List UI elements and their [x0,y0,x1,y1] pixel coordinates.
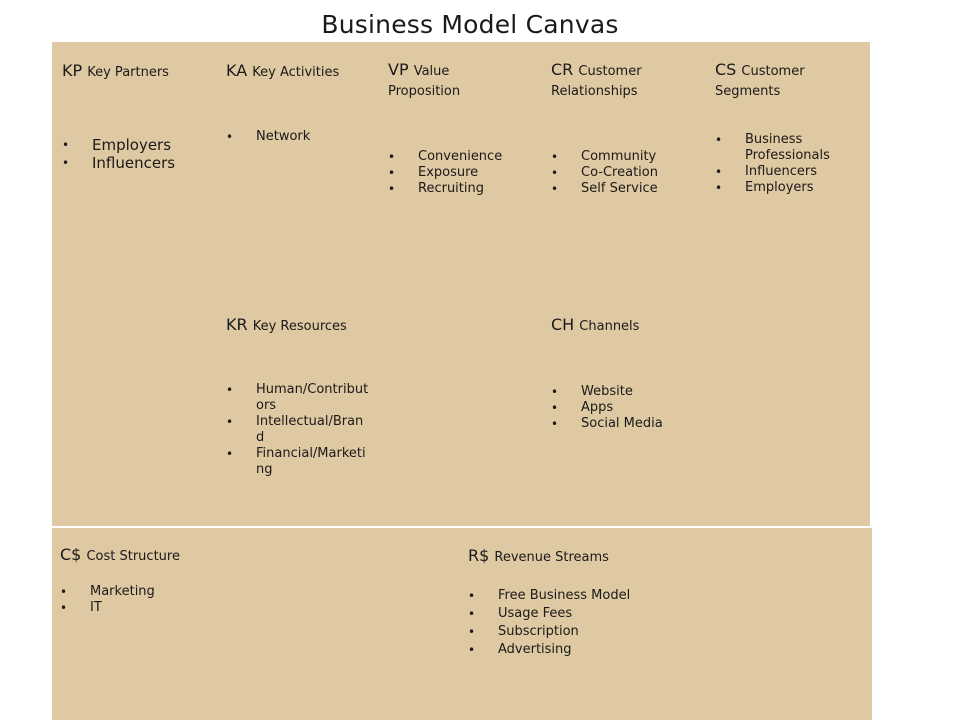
key-activities-block: KA Key Activities Network [226,61,376,145]
customer-segments-list: Business Professionals Influencers Emplo… [715,132,850,196]
block-label: Value Proposition [388,64,461,99]
list-item: Financial/Marketing [226,446,369,478]
list-item: Subscription [468,623,828,641]
channels-list: Website Apps Social Media [551,384,701,432]
block-heading: CS Customer Segments [715,61,835,101]
list-item: Social Media [551,416,701,432]
list-item: Influencers [715,164,850,180]
key-activities-list: Network [226,129,376,145]
block-heading: KP Key Partners [62,61,212,83]
channels-block: CH Channels Website Apps Social Media [551,315,701,432]
list-item: Usage Fees [468,605,828,623]
key-resources-block: KR Key Resources Human/Contributors Inte… [226,315,376,478]
cost-structure-list: Marketing IT [60,584,360,616]
list-item: IT [60,600,360,616]
list-item: Apps [551,400,701,416]
list-item: Free Business Model [468,587,828,605]
block-label: Customer Segments [715,64,805,99]
block-label: Customer Relationships [551,64,642,99]
list-item: Advertising [468,641,828,659]
list-item: Influencers [62,154,212,172]
customer-relationships-list: Community Co-Creation Self Service [551,149,701,197]
block-heading: CR Customer Relationships [551,61,676,101]
revenue-streams-list: Free Business Model Usage Fees Subscript… [468,587,828,659]
list-item: Website [551,384,701,400]
block-heading: VP Value Proposition [388,61,498,101]
list-item: Self Service [551,181,701,197]
block-heading: CH Channels [551,315,701,337]
revenue-streams-block: R$ Revenue Streams Free Business Model U… [468,546,828,659]
cost-structure-block: C$ Cost Structure Marketing IT [60,545,360,616]
block-abbr: CR [551,60,574,79]
block-abbr: CH [551,315,575,334]
block-label: Key Resources [252,319,347,334]
page-title: Business Model Canvas [321,10,619,39]
block-abbr: C$ [60,545,82,564]
list-item: Community [551,149,701,165]
block-label: Key Partners [87,65,169,80]
block-heading: KA Key Activities [226,61,376,83]
list-item: Human/Contributors [226,382,369,414]
list-item: Intellectual/Brand [226,414,369,446]
list-item: Convenience [388,149,538,165]
block-heading: KR Key Resources [226,315,376,337]
customer-relationships-block: CR Customer Relationships Community Co-C… [551,61,701,198]
value-proposition-list: Convenience Exposure Recruiting [388,149,538,197]
block-label: Key Activities [252,65,340,80]
block-heading: C$ Cost Structure [60,545,360,567]
block-label: Channels [579,319,640,334]
list-item: Marketing [60,584,360,600]
block-abbr: VP [388,60,409,79]
list-item: Recruiting [388,181,538,197]
canvas-top-section [52,42,870,526]
list-item: Employers [715,180,850,196]
block-abbr: KR [226,315,248,334]
customer-segments-block: CS Customer Segments Business Profession… [715,61,865,197]
value-proposition-block: VP Value Proposition Convenience Exposur… [388,61,538,198]
list-item: Network [226,129,376,145]
key-partners-list: Employers Influencers [62,136,212,172]
list-item: Business Professionals [715,132,850,164]
key-partners-block: KP Key Partners Employers Influencers [62,61,212,172]
list-item: Exposure [388,165,538,181]
list-item: Co-Creation [551,165,701,181]
list-item: Employers [62,136,212,154]
key-resources-list: Human/Contributors Intellectual/Brand Fi… [226,382,369,478]
block-label: Revenue Streams [494,550,609,565]
block-abbr: KA [226,61,248,80]
block-abbr: R$ [468,546,490,565]
block-abbr: KP [62,61,83,80]
block-heading: R$ Revenue Streams [468,546,828,568]
block-label: Cost Structure [86,549,180,564]
block-abbr: CS [715,60,737,79]
